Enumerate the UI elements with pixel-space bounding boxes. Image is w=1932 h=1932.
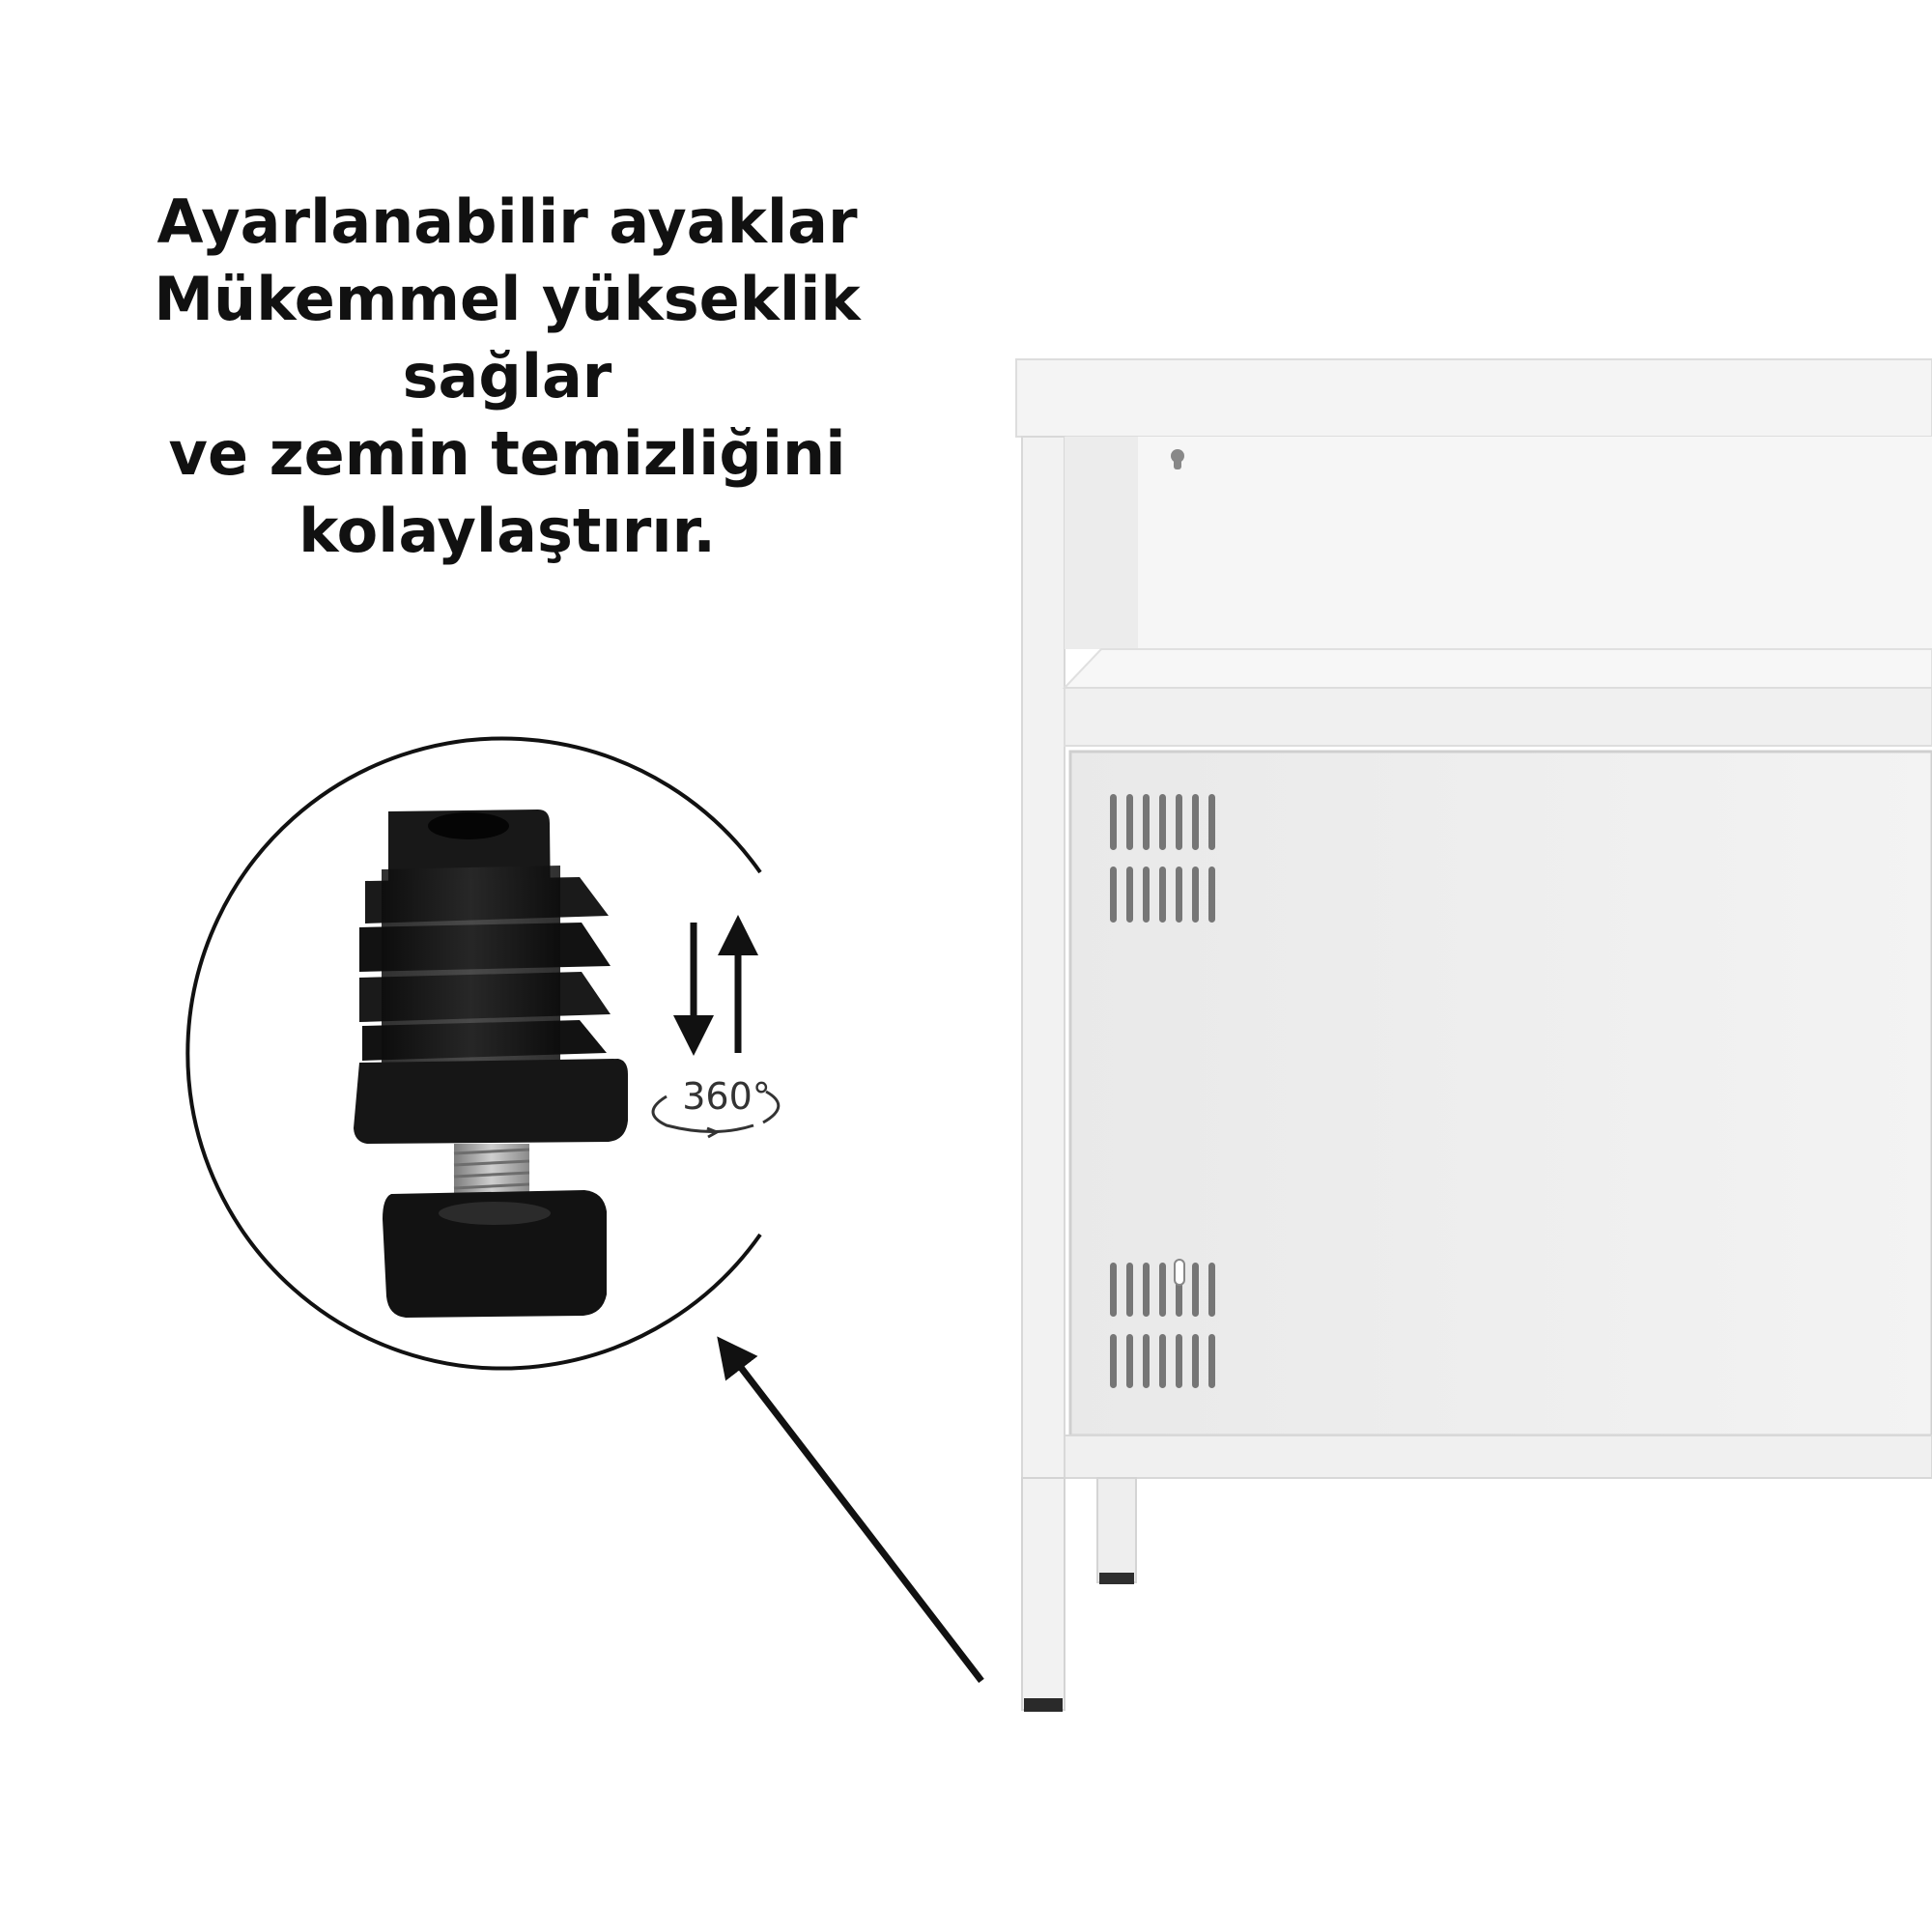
adjustable-foot-icon: [354, 810, 628, 1318]
cabinet-top-panel: [1015, 358, 1932, 438]
keyhole-mount-icon: [1171, 449, 1184, 469]
headline-line-2: Mükemmel yükseklik sağlar: [154, 264, 861, 412]
door-vents-lower: [1110, 1263, 1215, 1388]
headline-line-4: kolaylaştırır.: [298, 496, 716, 566]
pointer-arrow: [717, 1336, 984, 1684]
inset-circle-outline: [185, 736, 762, 1371]
front-leg-foot: [1024, 1698, 1063, 1712]
cabinet-door: [1068, 750, 1932, 1437]
shelf-floor: [1062, 648, 1932, 689]
shelf-back-wall: [1065, 437, 1932, 649]
rotation-label: 360°: [682, 1075, 771, 1118]
up-down-arrows-icon: [673, 915, 758, 1056]
rotation-arrows-icon: [651, 1090, 781, 1139]
shelf-front-edge: [1064, 687, 1932, 747]
cabinet-side-panel: [1021, 436, 1065, 1486]
headline-line-1: Ayarlanabilir ayaklar: [156, 186, 858, 257]
headline: Ayarlanabilir ayaklar Mükemmel yükseklik…: [58, 184, 956, 570]
headline-line-3: ve zemin temizliğini: [168, 418, 846, 489]
back-leg-foot: [1099, 1573, 1134, 1584]
door-vents-upper: [1110, 794, 1215, 923]
foot-detail-inset: 360°: [185, 736, 781, 1371]
back-leg: [1096, 1477, 1137, 1583]
front-leg: [1021, 1477, 1065, 1711]
cabinet-bottom-rail: [1064, 1435, 1932, 1479]
door-lock-slot: [1174, 1259, 1185, 1286]
shelf-inner-side: [1065, 437, 1138, 649]
metal-cabinet: [1015, 358, 1932, 1712]
